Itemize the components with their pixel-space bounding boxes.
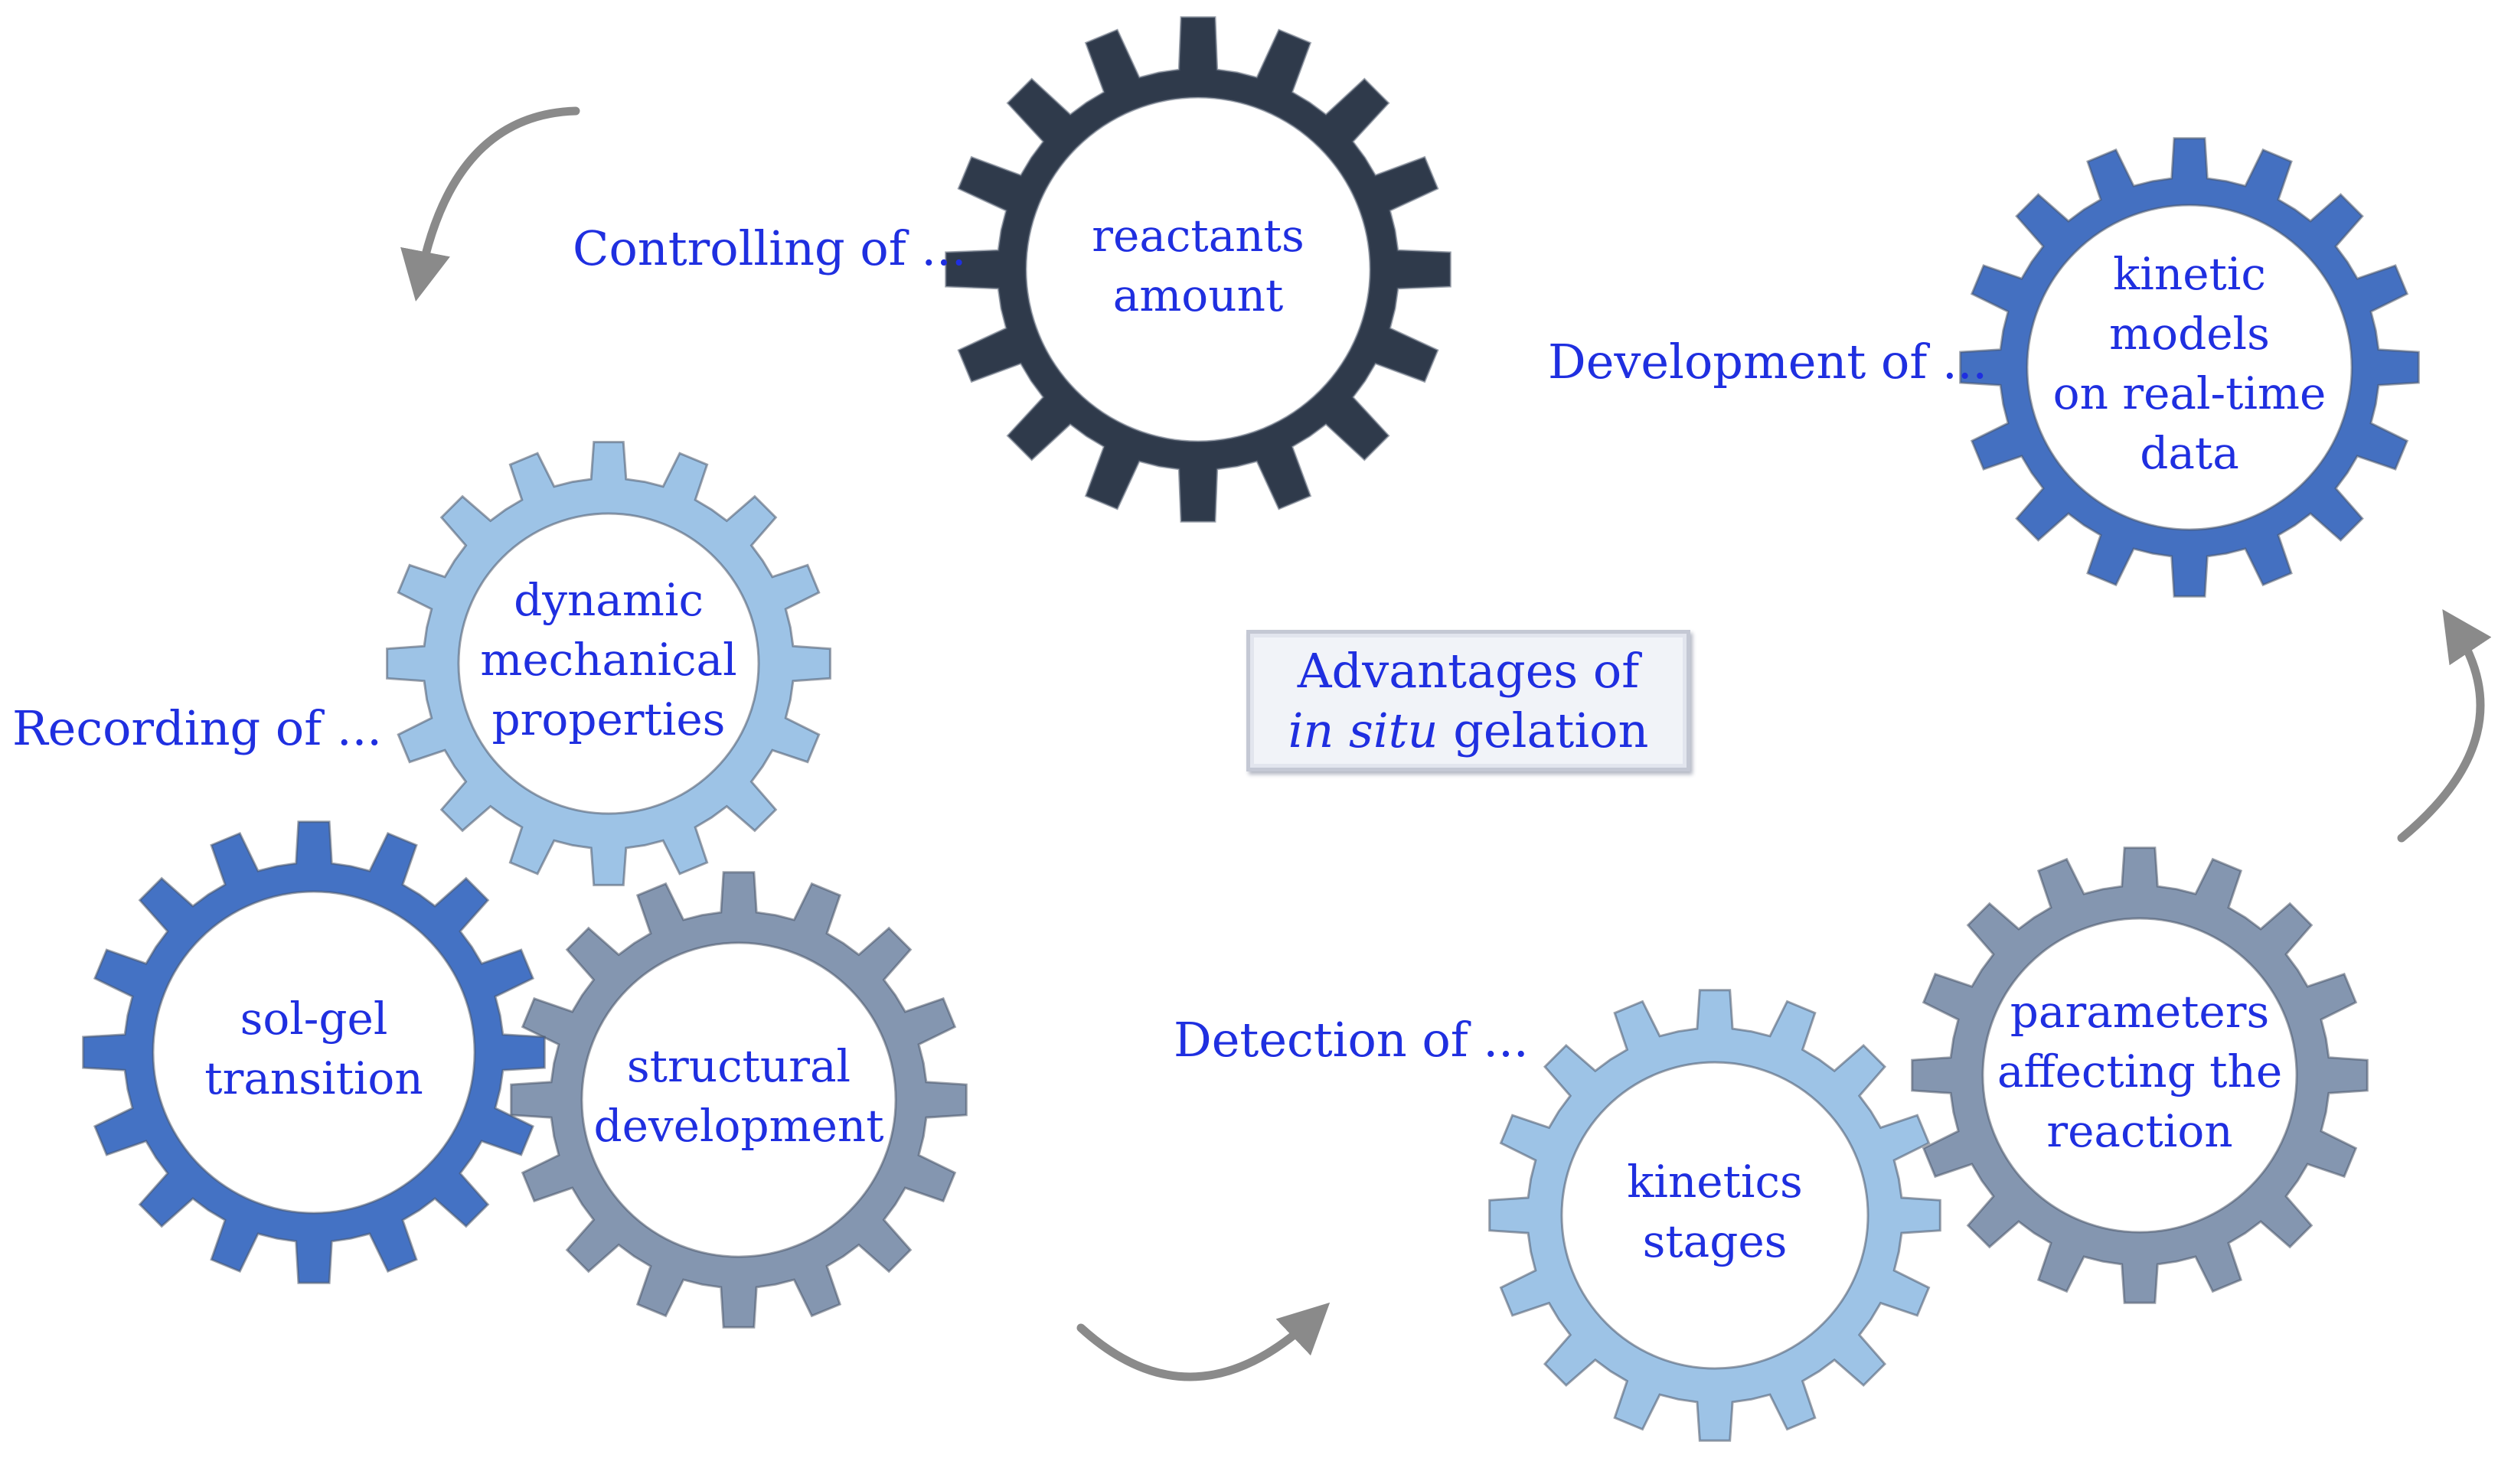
center-title-line2: in situ gelation	[1288, 701, 1649, 761]
gear-sol-gel-transition: sol-gel transition	[82, 820, 546, 1284]
arrow-right	[2397, 609, 2492, 843]
gear-label-line: amount	[1113, 269, 1284, 321]
gear-label-line: dynamic	[514, 574, 704, 626]
gear-kinetics-stages-shape	[1488, 989, 1941, 1442]
gear-kinetic-models-label: kinetic models on real-time data	[2053, 248, 2327, 479]
gear-label-line: properties	[492, 693, 726, 745]
gear-parameters-shape	[1911, 846, 2369, 1304]
gear-kinetic-models: kinetic models on real-time data	[1959, 137, 2420, 598]
phrase-recording: Recording of ...	[12, 700, 383, 756]
gear-label-line: sol-gel	[240, 993, 388, 1045]
gear-dynamic-shape	[386, 441, 831, 886]
gear-label-line: models	[2109, 308, 2270, 360]
gear-reactants-label: reactants amount	[1092, 210, 1304, 321]
gear-dynamic-mechanical: dynamic mechanical properties	[386, 441, 831, 886]
phrase-controlling: Controlling of ...	[573, 220, 967, 276]
gear-solgel-label: sol-gel transition	[204, 993, 423, 1104]
gear-kinetic-models-shape	[1959, 137, 2420, 598]
gear-label-line: on real-time	[2053, 367, 2327, 419]
gear-label-line: mechanical	[480, 634, 736, 686]
gear-structural-label: structural development	[593, 1040, 883, 1152]
center-title-box: Advantages of in situ gelation	[1246, 630, 1690, 771]
gear-label-line: affecting the	[1997, 1045, 2282, 1098]
center-title-line1: Advantages of	[1297, 643, 1640, 699]
gear-parameters-affecting: parameters affecting the reaction	[1911, 846, 2369, 1304]
gear-label-line: development	[593, 1100, 883, 1152]
gear-dynamic-label: dynamic mechanical properties	[480, 574, 736, 745]
phrase-development: Development of ...	[1548, 334, 1988, 390]
gear-label-line: data	[2140, 427, 2239, 479]
gear-label-line: stages	[1643, 1215, 1788, 1267]
gear-kinetics-stages: kinetics stages	[1488, 989, 1941, 1442]
gear-reactants-shape	[945, 16, 1451, 523]
gear-reactants-amount: reactants amount	[945, 16, 1451, 523]
arrow-top-left	[400, 106, 580, 302]
gear-kinetics-stages-label: kinetics stages	[1627, 1156, 1802, 1267]
gear-label-line: kinetics	[1627, 1156, 1802, 1208]
gear-label-line: parameters	[2010, 986, 2269, 1038]
gear-label-line: kinetic	[2113, 248, 2266, 300]
gear-solgel-shape	[82, 820, 546, 1284]
gear-label-line: reactants	[1092, 210, 1304, 262]
phrase-detection: Detection of ...	[1174, 1012, 1529, 1068]
center-title-italic: in situ	[1288, 702, 1438, 758]
gear-structural-development: structural development	[510, 871, 968, 1329]
gear-label-line: reaction	[2046, 1105, 2232, 1157]
gear-parameters-label: parameters affecting the reaction	[1997, 986, 2282, 1157]
gear-label-line: structural	[627, 1040, 851, 1092]
center-title-rest: gelation	[1438, 702, 1649, 758]
arrow-bottom	[1076, 1302, 1331, 1381]
gear-structural-shape	[510, 871, 968, 1329]
gear-label-line: transition	[204, 1052, 423, 1104]
